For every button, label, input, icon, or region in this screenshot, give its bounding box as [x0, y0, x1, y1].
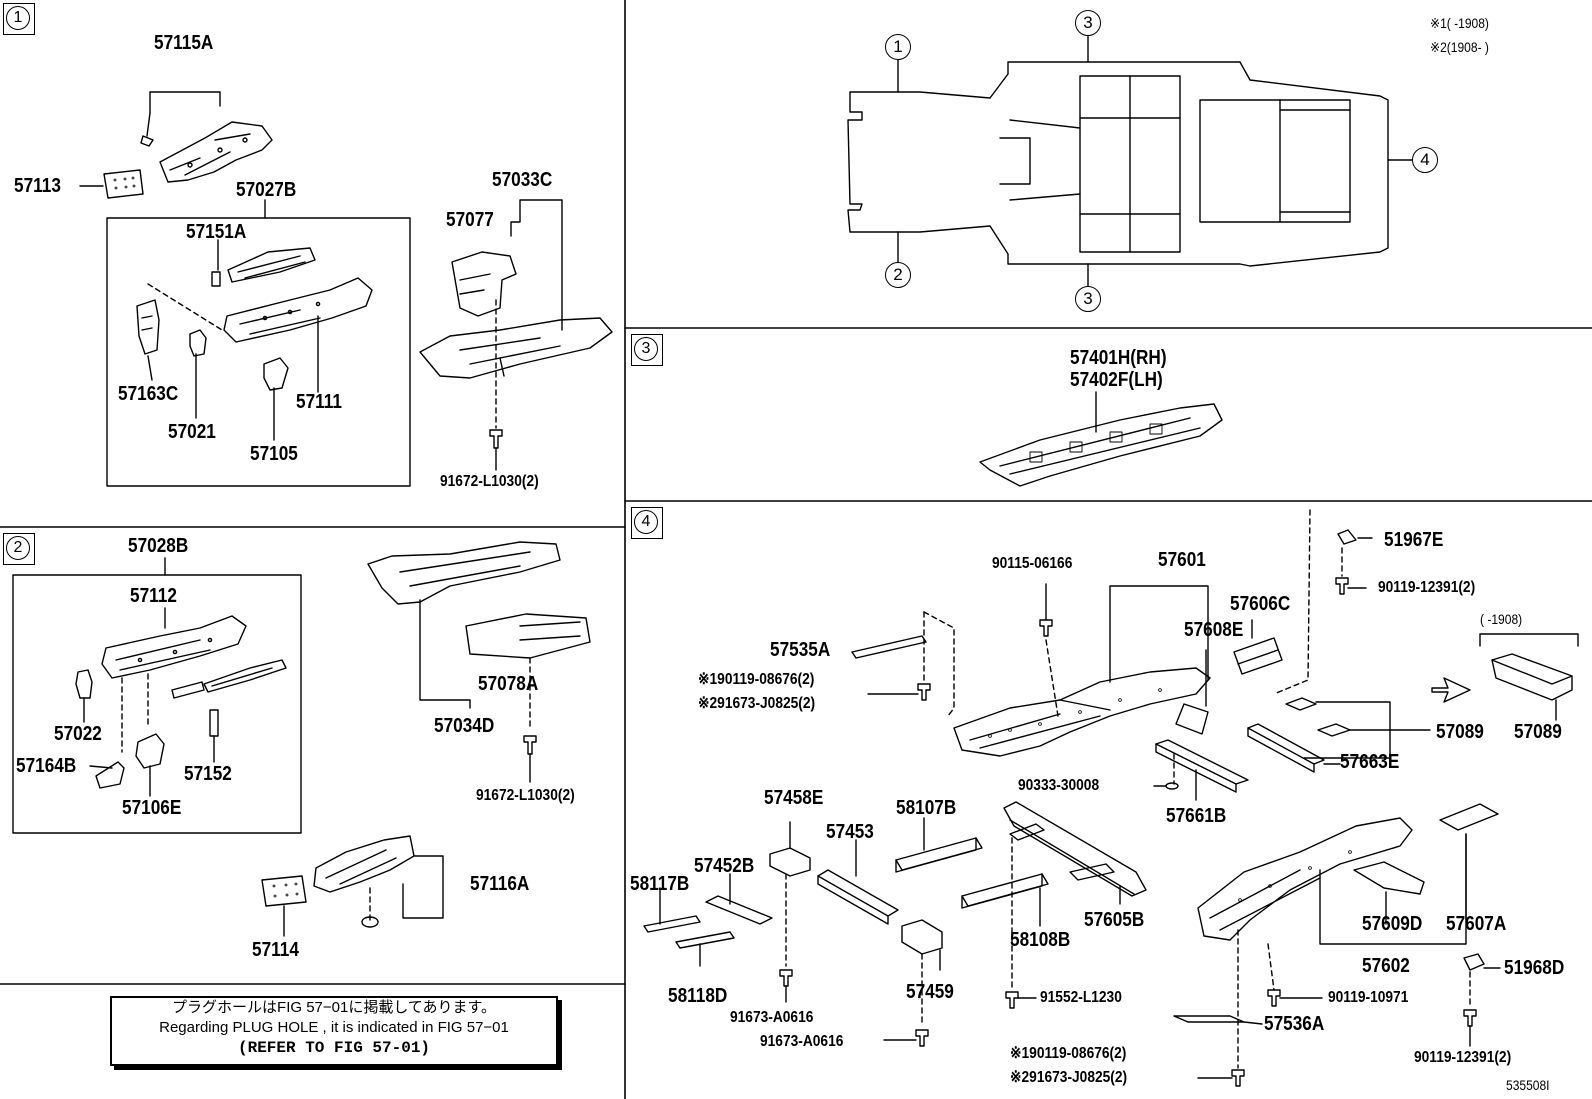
- part-label-90119-12391-a: 90119-12391(2): [1378, 579, 1476, 596]
- part-label-57115A: 57115A: [154, 32, 214, 54]
- part-label-57163C: 57163C: [118, 383, 179, 405]
- frame-marker-2: 2: [885, 262, 911, 288]
- part-label-57152: 57152: [184, 763, 232, 785]
- part-label-57105: 57105: [250, 443, 298, 465]
- part-label-57106E: 57106E: [122, 797, 182, 819]
- part-label-58118D: 58118D: [668, 985, 728, 1007]
- panel2-parts: [75, 541, 591, 937]
- frame-overview: [847, 35, 1413, 287]
- section-tag-1: 1: [3, 3, 35, 35]
- part-label-57033C: 57033C: [492, 169, 553, 191]
- part-label-90115-06166: 90115-06166: [992, 555, 1073, 572]
- part-label-57605B: 57605B: [1084, 909, 1145, 931]
- part-label-90119-08676-a: ※190119-08676(2): [698, 671, 815, 688]
- group-box-57027B: [106, 217, 411, 487]
- part-label-57452B: 57452B: [694, 855, 755, 877]
- part-label-57536A: 57536A: [1264, 1013, 1325, 1035]
- part-label-90119-08676-b: ※190119-08676(2): [1010, 1045, 1127, 1062]
- part-label-91672-L1030-a: 91672-L1030(2): [440, 473, 539, 490]
- part-label-57602: 57602: [1362, 955, 1410, 977]
- part-label-58108B: 58108B: [1010, 929, 1071, 951]
- frame-marker-4: 4: [1412, 147, 1438, 173]
- part-label-57078A: 57078A: [478, 673, 539, 695]
- part-label-51967E: 51967E: [1384, 529, 1444, 551]
- part-label-57111: 57111: [296, 391, 342, 413]
- note-line-refer: (REFER TO FIG 57-01): [237, 1039, 431, 1057]
- part-label-91673-A0616-a: 91673-A0616: [730, 1009, 814, 1026]
- part-label-91673-J0825-a: ※291673-J0825(2): [698, 695, 816, 712]
- part-label-57089-a: 57089: [1436, 721, 1484, 743]
- part-label-91552-L1230: 91552-L1230: [1040, 989, 1122, 1006]
- part-label-57113: 57113: [14, 175, 61, 197]
- part-label-57077: 57077: [446, 209, 494, 231]
- note-line-en: Regarding PLUG HOLE , it is indicated in…: [159, 1019, 509, 1036]
- part-label-57151A: 57151A: [186, 221, 247, 243]
- part-label-57606C: 57606C: [1230, 593, 1291, 615]
- frame-marker-3-top: 3: [1075, 10, 1101, 36]
- part-label-58117B: 58117B: [630, 873, 690, 895]
- panel1-parts: [79, 91, 613, 471]
- part-label-57601: 57601: [1158, 549, 1206, 571]
- part-label-91673-J0825-b: ※291673-J0825(2): [1010, 1069, 1128, 1086]
- part-label-57609D: 57609D: [1362, 913, 1423, 935]
- section-tag-3: 3: [631, 334, 663, 366]
- date-range-note: ( -1908): [1480, 611, 1523, 627]
- panel3-rail: [979, 391, 1223, 487]
- part-label-57112: 57112: [130, 585, 177, 607]
- part-label-57535A: 57535A: [770, 639, 831, 661]
- note-line-jp: プラグホールはFIG 57−01に掲載してあります。: [172, 999, 496, 1016]
- part-label-57402F: 57402F(LH): [1070, 369, 1163, 391]
- part-label-57607A: 57607A: [1446, 913, 1507, 935]
- panel4-parts: [643, 509, 1579, 1087]
- legend-line-1: ※1( -1908): [1430, 15, 1489, 31]
- part-label-57459: 57459: [906, 981, 954, 1003]
- part-label-57608E: 57608E: [1184, 619, 1244, 641]
- part-label-91673-A0616-b: 91673-A0616: [760, 1033, 844, 1050]
- part-label-57034D: 57034D: [434, 715, 495, 737]
- part-label-91672-L1030-b: 91672-L1030(2): [476, 787, 575, 804]
- part-label-57661B: 57661B: [1166, 805, 1227, 827]
- part-label-90119-10971: 90119-10971: [1328, 989, 1409, 1006]
- reference-note: プラグホールはFIG 57−01に掲載してあります。 Regarding PLU…: [110, 996, 558, 1066]
- frame-marker-3-bottom: 3: [1075, 286, 1101, 312]
- part-label-57089-b: 57089: [1514, 721, 1562, 743]
- part-label-57022: 57022: [54, 723, 102, 745]
- part-label-57164B: 57164B: [16, 755, 77, 777]
- section-tag-2: 2: [3, 533, 35, 565]
- part-label-57401H: 57401H(RH): [1070, 347, 1167, 369]
- part-label-58107B: 58107B: [896, 797, 957, 819]
- part-label-57114: 57114: [252, 939, 299, 961]
- frame-marker-1: 1: [885, 34, 911, 60]
- part-label-90333-30008: 90333-30008: [1018, 777, 1100, 794]
- section-tag-4: 4: [631, 507, 663, 539]
- part-label-51968D: 51968D: [1504, 957, 1565, 979]
- part-label-90119-12391-b: 90119-12391(2): [1414, 1049, 1512, 1066]
- part-label-57116A: 57116A: [470, 873, 530, 895]
- group-box-57028B: [12, 574, 302, 834]
- part-label-57458E: 57458E: [764, 787, 824, 809]
- legend-line-2: ※2(1908- ): [1430, 39, 1489, 55]
- part-label-57027B: 57027B: [236, 179, 297, 201]
- part-label-57453: 57453: [826, 821, 874, 843]
- figure-code: 535508I: [1506, 1077, 1550, 1093]
- part-label-57028B: 57028B: [128, 535, 189, 557]
- part-label-57021: 57021: [168, 421, 216, 443]
- part-label-57663E: 57663E: [1340, 751, 1400, 773]
